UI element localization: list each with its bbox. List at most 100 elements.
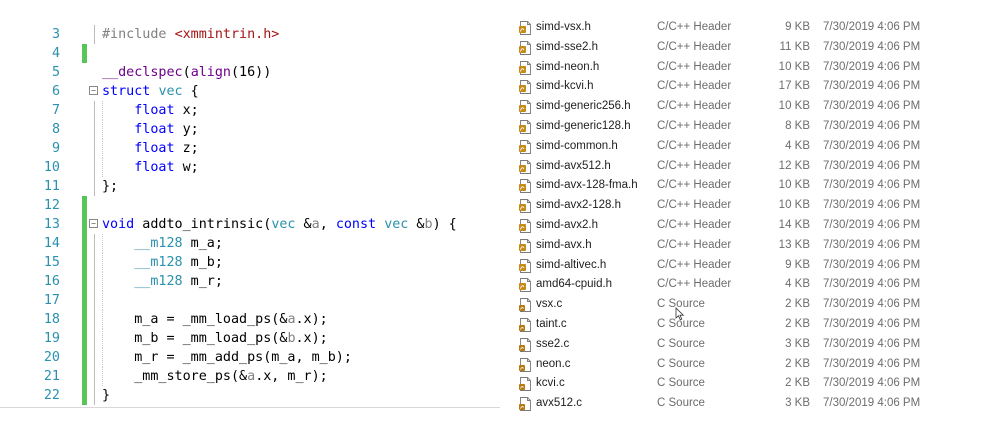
code-line[interactable]: 21 _mm_store_ps(&a.x, m_r);: [0, 367, 500, 386]
file-type: C/C++ Header: [657, 21, 732, 33]
scope-guide: [94, 310, 95, 329]
scope-guide: [94, 272, 95, 291]
code-text[interactable]: void addto_intrinsic(vec &a, const vec &…: [102, 215, 457, 234]
code-line[interactable]: 18 m_a = _mm_load_ps(&a.x);: [0, 310, 500, 329]
code-token: [102, 103, 134, 118]
code-token: [102, 236, 134, 251]
code-line[interactable]: 10 float w;: [0, 158, 500, 177]
line-number: 14: [43, 236, 60, 251]
code-line[interactable]: 20 m_r = _mm_add_ps(m_a, m_b);: [0, 348, 500, 367]
code-text[interactable]: };: [102, 177, 118, 196]
collapse-icon[interactable]: −: [89, 86, 98, 95]
code-line[interactable]: 22}: [0, 386, 500, 405]
code-token: (: [182, 65, 191, 80]
code-line[interactable]: 19 m_b = _mm_load_ps(&b.x);: [0, 329, 500, 348]
code-text[interactable]: _mm_store_ps(&a.x, m_r);: [102, 367, 328, 386]
file-type: C Source: [657, 318, 705, 330]
change-marker: [82, 386, 87, 405]
code-text[interactable]: m_b = _mm_load_ps(&b.x);: [102, 329, 328, 348]
line-number: 7: [51, 103, 60, 118]
line-number: 17: [43, 293, 60, 308]
code-text[interactable]: __declspec(align(16)): [102, 63, 271, 82]
change-marker: [82, 44, 87, 63]
file-type: C/C++ Header: [657, 159, 732, 172]
header-file-icon: [519, 258, 531, 273]
file-size: 3 KB: [785, 397, 810, 410]
file-type: C/C++ Header: [657, 258, 732, 271]
code-token: .x, m_r);: [255, 369, 328, 384]
file-name: simd-kcvi.h: [536, 80, 594, 93]
code-text[interactable]: __m128 m_r;: [102, 272, 223, 291]
code-line[interactable]: 3#include <xmmintrin.h>: [0, 25, 500, 44]
code-text[interactable]: float y;: [102, 120, 199, 139]
indent-guide: [102, 253, 104, 272]
file-date: 7/30/2019 4:06 PM: [823, 238, 921, 251]
code-token: [102, 255, 134, 270]
code-token: .x);: [295, 312, 328, 327]
file-name: simd-generic128.h: [536, 120, 631, 132]
editor-bottom-border: [0, 407, 500, 408]
file-name: vsx.c: [536, 298, 563, 311]
code-text[interactable]: float z;: [102, 139, 199, 158]
change-marker: [82, 291, 87, 310]
file-name: simd-altivec.h: [536, 258, 607, 271]
mouse-cursor-icon: [675, 307, 685, 321]
code-line[interactable]: 9 float z;: [0, 139, 500, 158]
file-size: 9 KB: [785, 258, 810, 271]
code-line[interactable]: 7 float x;: [0, 101, 500, 120]
file-name: simd-avx512.h: [536, 159, 611, 172]
collapse-icon[interactable]: −: [89, 219, 98, 228]
header-file-icon: [519, 120, 531, 134]
file-type: C/C++ Header: [657, 60, 732, 73]
code-line[interactable]: 17: [0, 291, 500, 310]
code-text[interactable]: }: [102, 386, 110, 405]
code-line[interactable]: 14 __m128 m_a;: [0, 234, 500, 253]
code-line[interactable]: 16 __m128 m_r;: [0, 272, 500, 291]
header-file-icon: [519, 80, 531, 95]
code-text[interactable]: struct vec {: [102, 82, 199, 101]
code-text[interactable]: m_r = _mm_add_ps(m_a, m_b);: [102, 348, 352, 367]
code-text[interactable]: float x;: [102, 101, 199, 120]
code-line[interactable]: 5__declspec(align(16)): [0, 63, 500, 82]
code-text[interactable]: m_a = _mm_load_ps(&a.x);: [102, 310, 328, 329]
line-number: 18: [43, 312, 60, 327]
change-marker: [82, 310, 87, 329]
code-line[interactable]: 11};: [0, 177, 500, 196]
code-line[interactable]: 15 __m128 m_b;: [0, 253, 500, 272]
file-name: simd-vsx.h: [536, 21, 591, 33]
code-text[interactable]: #include <xmmintrin.h>: [102, 25, 279, 44]
code-text[interactable]: float w;: [102, 158, 199, 177]
code-text[interactable]: __m128 m_a;: [102, 234, 223, 253]
code-line[interactable]: 4: [0, 44, 500, 63]
code-line[interactable]: 6−struct vec {: [0, 82, 500, 101]
code-text[interactable]: __m128 m_b;: [102, 253, 223, 272]
code-token: align: [190, 65, 231, 80]
code-line[interactable]: 8 float y;: [0, 120, 500, 139]
code-line[interactable]: 13−void addto_intrinsic(vec &a, const ve…: [0, 215, 500, 234]
line-number: 12: [43, 198, 60, 213]
file-size: 4 KB: [785, 278, 810, 291]
code-line[interactable]: 12: [0, 196, 500, 215]
c-source-file-icon: [519, 298, 531, 313]
